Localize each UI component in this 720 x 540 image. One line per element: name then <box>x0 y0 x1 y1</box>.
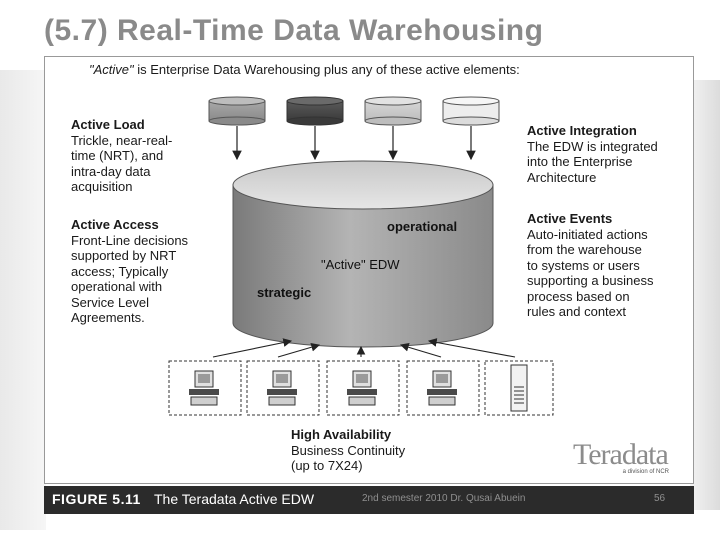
active-access-line: Front-Line decisions <box>71 232 189 248</box>
source-cylinder-4 <box>442 96 500 126</box>
figure-frame: "Active" is Enterprise Data Warehousing … <box>44 56 694 484</box>
footer-text: 2nd semester 2010 Dr. Qusai Abuein <box>362 493 526 504</box>
active-access-line: Agreements. <box>71 310 145 325</box>
active-access-heading: Active Access <box>71 217 159 232</box>
background-shade-left <box>0 70 46 530</box>
access-arrow-2 <box>277 342 321 358</box>
active-load-block: Active Load Trickle, near-real- time (NR… <box>71 117 172 195</box>
active-load-line: time (NRT), and <box>71 148 164 163</box>
active-access-line: access; Typically <box>71 263 169 279</box>
active-load-heading: Active Load <box>71 117 145 132</box>
page-number: 56 <box>654 493 666 504</box>
active-events-line: from the warehouse <box>527 242 642 257</box>
caption-bar: FIGURE 5.11 The Teradata Active EDW 2nd … <box>44 486 694 514</box>
edw-label: "Active" EDW <box>321 257 400 272</box>
client-workstation-4 <box>406 360 480 416</box>
source-cylinder-2 <box>286 96 344 126</box>
teradata-logo: Teradata a division of NCR <box>573 438 669 481</box>
active-integration-line: into the Enterprise <box>527 154 633 169</box>
high-availability-heading: High Availability <box>291 427 392 442</box>
active-access-block: Active Access Front-Line decisions suppo… <box>71 217 188 326</box>
active-load-line: acquisition <box>71 179 133 194</box>
intro-active-word: "Active" <box>89 62 134 77</box>
active-integration-heading: Active Integration <box>527 123 637 138</box>
active-load-line: intra-day data <box>71 163 151 179</box>
active-access-line: Service Level <box>71 294 150 310</box>
slide-title: (5.7) Real-Time Data Warehousing <box>44 14 544 47</box>
edw-cylinder <box>232 160 494 348</box>
client-workstation-3 <box>326 360 400 416</box>
client-server-tower <box>484 360 554 416</box>
high-availability-block: High Availability Business Continuity (u… <box>291 427 405 474</box>
active-integration-line: The EDW is integrated <box>527 138 658 154</box>
active-events-line: process based on <box>527 288 630 304</box>
intro-text: is Enterprise Data Warehousing plus any … <box>133 62 520 77</box>
strategic-label: strategic <box>257 285 312 300</box>
teradata-logo-sub: a division of NCR <box>622 469 669 475</box>
active-integration-block: Active Integration The EDW is integrated… <box>527 123 658 185</box>
active-events-line: Auto-initiated actions <box>527 226 648 242</box>
access-arrow-4 <box>399 342 442 358</box>
figure-intro: "Active" is Enterprise Data Warehousing … <box>89 62 520 78</box>
active-integration-line: Architecture <box>527 169 597 185</box>
high-availability-line: Business Continuity <box>291 442 406 458</box>
source-cylinder-1 <box>208 96 266 126</box>
background-shade-right <box>690 80 720 510</box>
source-cylinder-3 <box>364 96 422 126</box>
high-availability-line: (up to 7X24) <box>291 458 363 473</box>
active-events-line: to systems or users <box>527 257 640 273</box>
active-load-line: Trickle, near-real- <box>71 132 173 148</box>
diagram-graphics <box>168 96 554 416</box>
figure-title: The Teradata Active EDW <box>154 491 315 507</box>
access-arrow-5 <box>427 338 516 358</box>
client-workstation-2 <box>246 360 320 416</box>
operational-label: operational <box>387 219 458 234</box>
figure-number: FIGURE 5.11 <box>52 491 141 507</box>
access-arrow-1 <box>212 338 293 358</box>
active-access-line: operational with <box>71 279 163 294</box>
active-events-heading: Active Events <box>527 211 613 226</box>
active-access-line: supported by NRT <box>71 248 177 263</box>
active-events-block: Active Events Auto-initiated actions fro… <box>527 211 653 320</box>
active-events-line: supporting a business <box>527 273 654 288</box>
active-events-line: rules and context <box>527 304 627 319</box>
teradata-logo-word: Teradata <box>573 438 669 471</box>
client-workstation-1 <box>168 360 242 416</box>
